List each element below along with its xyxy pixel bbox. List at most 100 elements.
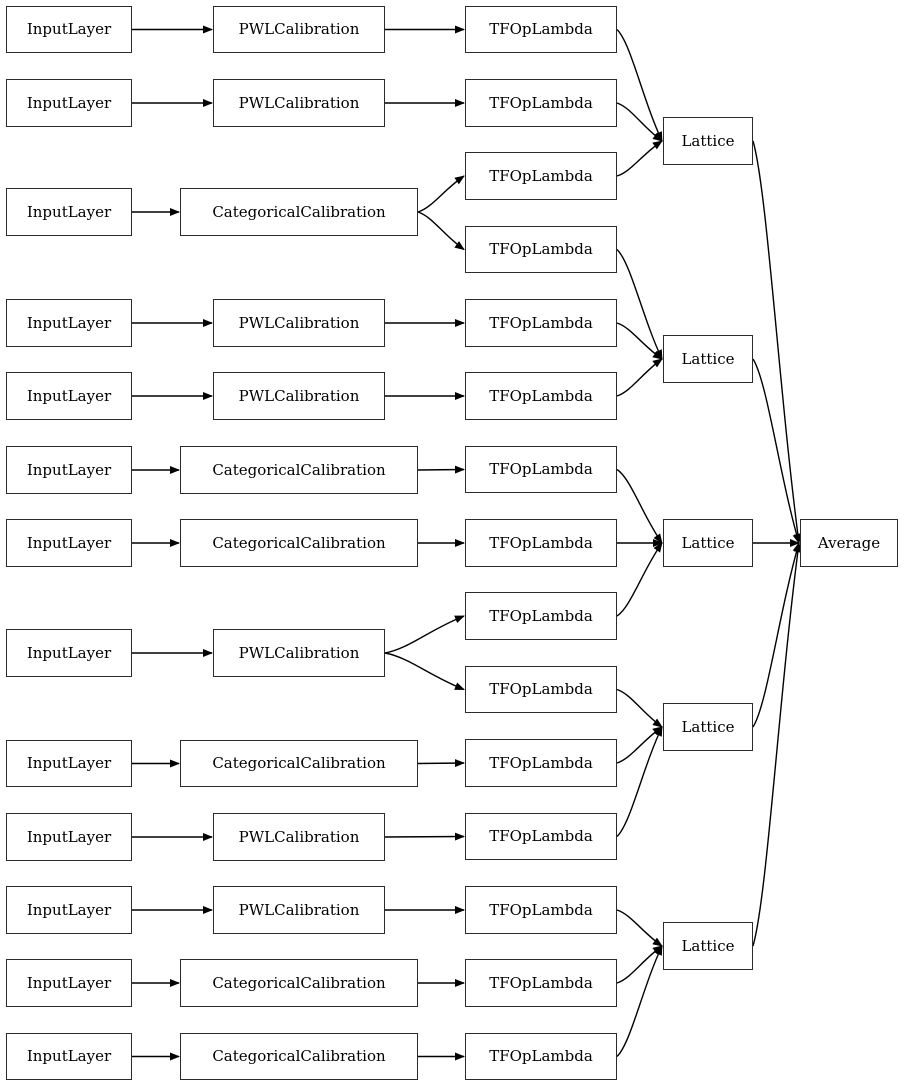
node-label: InputLayer [26, 313, 112, 332]
edge-op3-to-lat1 [616, 140, 663, 177]
node-label: InputLayer [26, 643, 112, 662]
node-label: TFOpLambda [489, 973, 593, 992]
edge-lat5-to-avg [752, 542, 802, 947]
node-lattice-lat5: Lattice [663, 922, 753, 970]
node-op-op9: TFOpLambda [465, 592, 617, 640]
node-pwl-cal11: PWLCalibration [213, 886, 385, 934]
node-output-avg: Average [800, 519, 898, 567]
node-op-op10: TFOpLambda [465, 666, 617, 713]
node-label: CategoricalCalibration [212, 202, 386, 221]
node-label: InputLayer [26, 202, 112, 221]
edge-op12-to-lat4 [616, 726, 663, 838]
node-cat-cal13: CategoricalCalibration [180, 1033, 418, 1080]
node-op-op7: TFOpLambda [465, 446, 617, 493]
edge-cal10-to-op12 [384, 832, 465, 841]
node-input-in13: InputLayer [6, 1033, 132, 1080]
edge-op11-to-lat4 [616, 726, 663, 764]
node-label: TFOpLambda [489, 900, 593, 919]
node-input-in7: InputLayer [6, 519, 132, 567]
node-label: PWLCalibration [238, 313, 360, 332]
node-cat-cal6: CategoricalCalibration [180, 446, 418, 494]
node-op-op11: TFOpLambda [465, 739, 617, 787]
node-label: PWLCalibration [238, 643, 360, 662]
node-op-op2: TFOpLambda [465, 79, 617, 127]
node-label: PWLCalibration [238, 386, 360, 405]
edge-cal8-to-op9 [384, 615, 465, 654]
edge-op9-to-lat3 [616, 542, 663, 617]
node-input-in11: InputLayer [6, 886, 132, 934]
edge-op4-to-lat2 [616, 248, 663, 360]
node-label: InputLayer [26, 460, 112, 479]
node-label: TFOpLambda [489, 313, 593, 332]
node-label: TFOpLambda [489, 166, 593, 185]
node-label: TFOpLambda [489, 93, 593, 112]
node-lattice-lat4: Lattice [663, 703, 753, 751]
node-op-op8: TFOpLambda [465, 519, 617, 567]
node-label: CategoricalCalibration [212, 1047, 386, 1065]
edge-cal9-to-op11 [417, 759, 465, 768]
node-label: CategoricalCalibration [212, 460, 386, 479]
node-pwl-cal10: PWLCalibration [213, 813, 385, 861]
edge-op10-to-lat4 [616, 688, 663, 728]
node-op-op6: TFOpLambda [465, 372, 617, 420]
edge-cal8-to-op10 [384, 652, 465, 691]
node-label: TFOpLambda [489, 240, 593, 258]
node-input-in8: InputLayer [6, 629, 132, 677]
node-op-op1: TFOpLambda [465, 6, 617, 53]
node-op-op5: TFOpLambda [465, 299, 617, 347]
node-label: Lattice [681, 717, 735, 736]
node-lattice-lat3: Lattice [663, 519, 753, 567]
node-label: InputLayer [26, 20, 112, 38]
node-cat-cal3: CategoricalCalibration [180, 188, 418, 236]
node-label: TFOpLambda [489, 20, 593, 38]
node-op-op12: TFOpLambda [465, 813, 617, 860]
edge-lat2-to-avg [752, 358, 801, 544]
edge-cal6-to-op7 [417, 465, 465, 474]
node-op-op13: TFOpLambda [465, 886, 617, 934]
node-label: Lattice [681, 131, 735, 150]
node-input-in4: InputLayer [6, 299, 132, 347]
node-label: InputLayer [26, 754, 112, 772]
edge-op6-to-lat2 [616, 358, 663, 397]
node-op-op14: TFOpLambda [465, 959, 617, 1007]
node-label: CategoricalCalibration [212, 973, 386, 992]
edge-op14-to-lat5 [616, 945, 663, 984]
edge-op5-to-lat2 [616, 322, 663, 360]
node-label: PWLCalibration [238, 827, 360, 846]
node-label: Lattice [681, 533, 735, 552]
node-label: TFOpLambda [489, 827, 593, 845]
node-label: Lattice [681, 349, 735, 368]
node-pwl-cal5: PWLCalibration [213, 372, 385, 420]
node-cat-cal9: CategoricalCalibration [180, 740, 418, 787]
node-input-in3: InputLayer [6, 188, 132, 236]
node-input-in6: InputLayer [6, 446, 132, 494]
node-op-op3: TFOpLambda [465, 152, 617, 200]
edge-op1-to-lat1 [616, 28, 663, 142]
node-input-in5: InputLayer [6, 372, 132, 420]
edge-lat4-to-avg [752, 542, 801, 728]
node-label: Lattice [681, 936, 735, 955]
node-pwl-cal8: PWLCalibration [213, 629, 385, 677]
node-label: TFOpLambda [489, 1047, 593, 1065]
node-input-in9: InputLayer [6, 740, 132, 787]
edge-op2-to-lat1 [616, 102, 663, 142]
node-label: InputLayer [26, 93, 112, 112]
edge-op13-to-lat5 [616, 909, 663, 947]
node-label: InputLayer [26, 386, 112, 405]
node-label: InputLayer [26, 900, 112, 919]
node-input-in1: InputLayer [6, 6, 132, 53]
node-label: InputLayer [26, 1047, 112, 1065]
node-label: PWLCalibration [238, 20, 360, 38]
node-label: TFOpLambda [489, 533, 593, 552]
node-cat-cal12: CategoricalCalibration [180, 959, 418, 1007]
node-lattice-lat2: Lattice [663, 335, 753, 383]
node-pwl-cal2: PWLCalibration [213, 79, 385, 127]
node-cat-cal7: CategoricalCalibration [180, 519, 418, 567]
node-label: PWLCalibration [238, 900, 360, 919]
node-op-op4: TFOpLambda [465, 226, 617, 273]
node-lattice-lat1: Lattice [663, 117, 753, 165]
edge-op15-to-lat5 [616, 945, 663, 1058]
node-pwl-cal4: PWLCalibration [213, 299, 385, 347]
